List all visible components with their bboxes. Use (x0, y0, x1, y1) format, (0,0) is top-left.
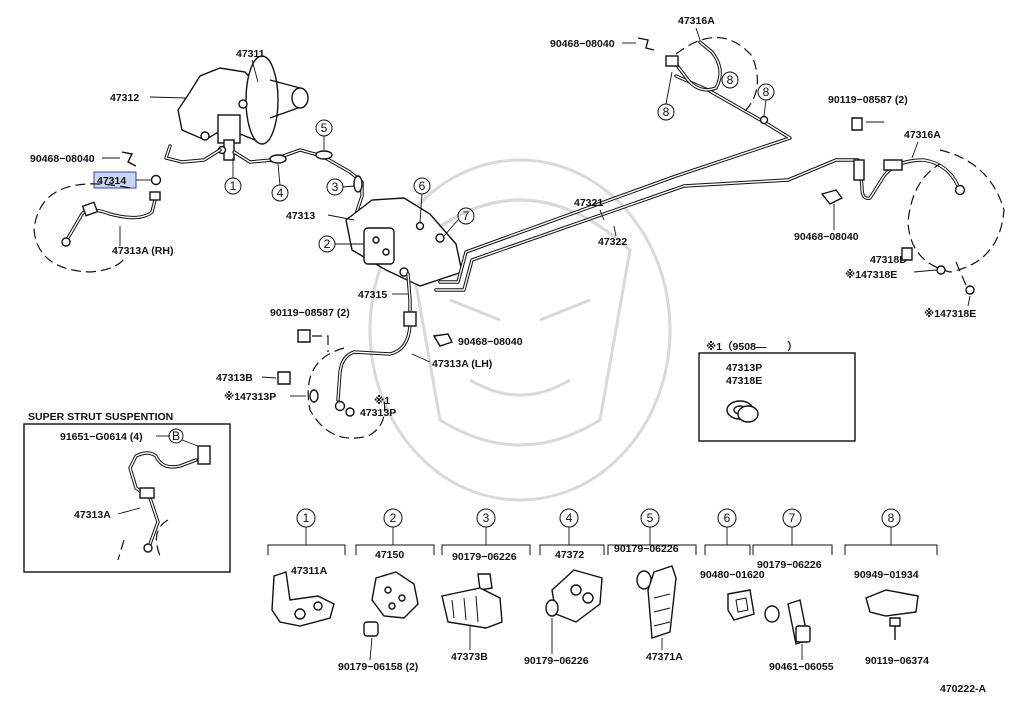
legend-callout-4: 4 (566, 511, 573, 525)
note-box-part-1: 47313P (726, 362, 762, 374)
callout-5-a: 5 (321, 121, 328, 135)
watermark-emblem (368, 158, 672, 502)
label-47318d: 47318D (870, 254, 907, 266)
legend-90179-06226-g7: 90179−06226 (757, 559, 822, 571)
note-box-part-2: 47318E (726, 375, 762, 387)
proportioning-valve-assembly (345, 197, 463, 287)
label-90468-mid: 90468−08040 (458, 336, 523, 348)
callout-8-a: 8 (727, 73, 734, 87)
legend-90179-06226-g4: 90179−06226 (524, 655, 589, 667)
legend-90119-06374: 90119−06374 (865, 655, 929, 667)
label-90468-top: 90468−08040 (550, 38, 615, 50)
note-box-header: ※1（9508— ） (706, 340, 798, 353)
callout-1-a: 1 (230, 179, 237, 193)
legend-90179-06226-g3: 90179−06226 (452, 551, 517, 563)
legend-47373b: 47373B (451, 651, 488, 663)
union-bolt-icon (150, 174, 162, 186)
legend-part-bolt-2 (363, 621, 379, 637)
callout-8-b: 8 (663, 105, 670, 119)
label-147318e-a: ※147318E (845, 269, 897, 281)
bracket-icon-inset (197, 445, 211, 465)
bolt-icon-mid (297, 329, 311, 343)
legend-callout-8: 8 (888, 511, 895, 525)
inset-label-47313a: 47313A (74, 509, 111, 521)
label-47313a-lh: 47313A (LH) (432, 358, 492, 370)
label-90119-mid: 90119−08587 (2) (270, 307, 350, 319)
inset-label-91651: 91651−G0614 (4) (60, 431, 143, 443)
brake-booster-assembly (177, 55, 309, 161)
bolt-icon-right (851, 117, 863, 131)
note-box (698, 352, 856, 442)
legend-callout-2: 2 (390, 511, 397, 525)
label-47322: 47322 (598, 236, 627, 248)
legend-90461-06055: 90461−06055 (769, 661, 834, 673)
clip-icon-right (820, 189, 844, 205)
callout-2-a: 2 (324, 237, 331, 251)
label-47313b: 47313B (216, 372, 253, 384)
label-47313p: 47313P (360, 407, 396, 419)
label-90468-left: 90468−08040 (30, 153, 95, 165)
legend-callout-7: 7 (789, 511, 796, 525)
label-47314[interactable]: 47314 (97, 175, 126, 187)
legend-90949-01934: 90949−01934 (854, 569, 919, 581)
diagram-ref-code: 470222-A (940, 683, 987, 695)
callout-8-c: 8 (763, 85, 770, 99)
label-47312: 47312 (110, 92, 139, 104)
label-47313a-rh: 47313A (RH) (112, 245, 173, 257)
label-47321: 47321 (574, 197, 603, 209)
label-47311: 47311 (236, 48, 265, 60)
legend-part-clip-6 (727, 589, 755, 621)
callout-4-a: 4 (277, 186, 284, 200)
legend-part-clip-8 (865, 589, 919, 617)
legend-callout-6: 6 (724, 511, 731, 525)
callout-3-a: 3 (332, 180, 339, 194)
legend-47371a: 47371A (646, 651, 683, 663)
legend-callout-5: 5 (647, 511, 654, 525)
label-47313: 47313 (286, 210, 315, 222)
legend-part-47373b (441, 587, 503, 629)
clip-icon-mid (432, 333, 453, 347)
label-147318e-b: ※147318E (924, 308, 976, 320)
legend-part-47150 (371, 571, 419, 619)
inset-box (23, 423, 231, 573)
callout-6-a: 6 (419, 179, 426, 193)
callout-b: B (172, 429, 180, 443)
legend-90179-06158: 90179−06158 (2) (338, 661, 418, 673)
clip-icon-top (637, 37, 655, 51)
callout-7-a: 7 (463, 209, 470, 223)
label-47313p-note: ※1 (374, 395, 390, 407)
clip-icon (121, 151, 137, 167)
legend-90480-01620: 90480−01620 (700, 569, 765, 581)
legend-47150: 47150 (375, 549, 404, 561)
label-47316a-top: 47316A (678, 15, 715, 27)
label-147313p: ※147313P (224, 391, 276, 403)
label-90468-right: 90468−08040 (794, 231, 859, 243)
legend-47311a: 47311A (291, 565, 328, 577)
legend-callout-1: 1 (303, 511, 310, 525)
legend-part-47372 (551, 569, 603, 623)
legend-part-47371a (647, 565, 677, 639)
legend-47372: 47372 (555, 549, 584, 561)
label-47316a-right: 47316A (904, 129, 941, 141)
legend-part-47311a (271, 571, 335, 627)
legend-callout-3: 3 (483, 511, 490, 525)
legend-90179-06226-g5: 90179−06226 (614, 543, 679, 555)
inset-title: SUPER STRUT SUSPENTION (28, 411, 173, 423)
label-47315: 47315 (358, 289, 387, 301)
legend-row (267, 544, 938, 555)
label-90119-right: 90119−08587 (2) (828, 94, 908, 106)
